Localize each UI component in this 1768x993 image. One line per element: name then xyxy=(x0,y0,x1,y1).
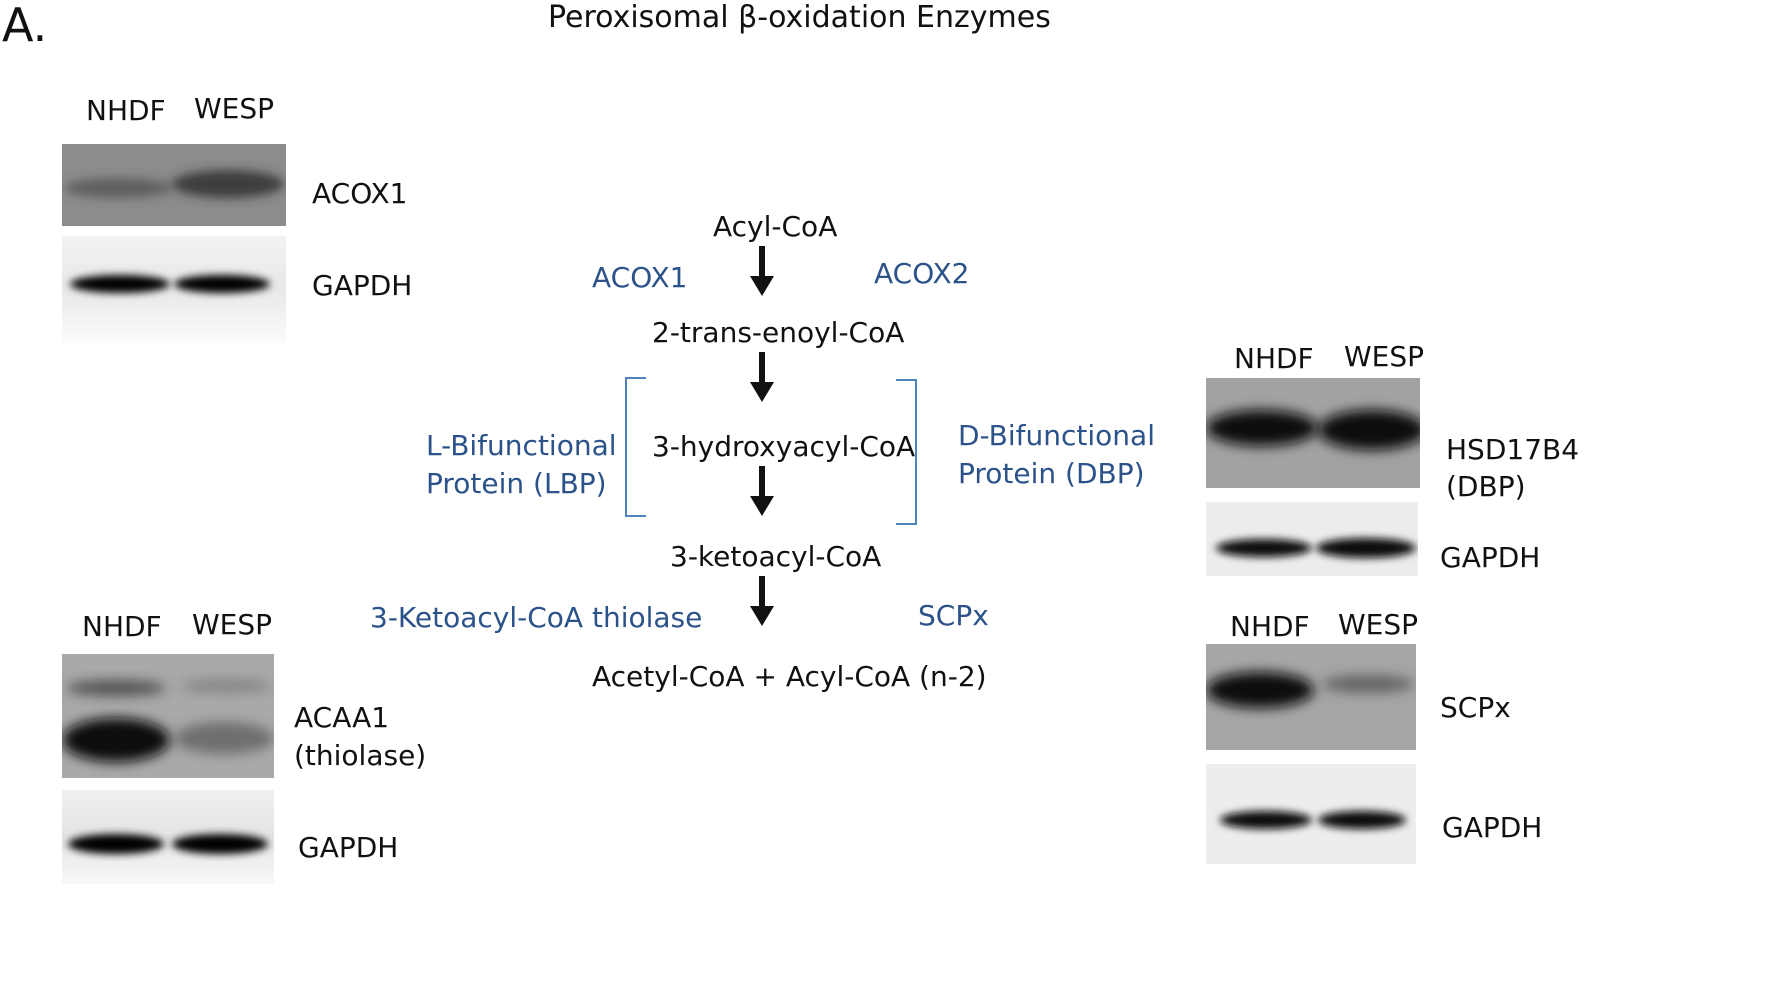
lane-label-nhdf: NHDF xyxy=(1234,342,1314,375)
acaa1-lower-band-wesp xyxy=(174,722,274,754)
pathway-step-enoyl-coa: 2-trans-enoyl-CoA xyxy=(652,316,905,349)
enzyme-dbp-line1: D-Bifunctional xyxy=(958,419,1155,452)
arrow-down-icon xyxy=(750,576,774,626)
arrow-down-icon xyxy=(750,466,774,516)
hsd17b4-gapdh-blot-image xyxy=(1206,502,1418,576)
arrow-down-icon xyxy=(750,246,774,296)
lane-label-nhdf: NHDF xyxy=(1230,610,1310,643)
lane-label-nhdf: NHDF xyxy=(82,610,162,643)
figure-title: Peroxisomal β-oxidation Enzymes xyxy=(548,0,1051,35)
acox1-gapdh-band-wesp xyxy=(174,275,270,293)
enzyme-lbp-line2: Protein (LBP) xyxy=(426,467,607,500)
enzyme-acox2: ACOX2 xyxy=(874,257,970,290)
pathway-step-hydroxyacyl-coa: 3-hydroxyacyl-CoA xyxy=(652,430,916,463)
lane-label-wesp: WESP xyxy=(1338,608,1419,641)
enzyme-scpx: SCPx xyxy=(918,599,989,632)
scpx-gapdh-band-wesp xyxy=(1318,811,1406,829)
acaa1-blot-image xyxy=(62,654,274,778)
acaa1-gapdh-band-nhdf xyxy=(68,834,164,854)
enzyme-thiolase: 3-Ketoacyl-CoA thiolase xyxy=(370,601,703,634)
acaa1-gapdh-label: GAPDH xyxy=(298,831,399,864)
left-bracket xyxy=(625,377,646,517)
scpx-band-nhdf xyxy=(1206,672,1314,708)
enzyme-lbp-line1: L-Bifunctional xyxy=(426,429,617,462)
hsd17b4-gapdh-label: GAPDH xyxy=(1440,541,1541,574)
acaa1-lower-band-nhdf xyxy=(62,718,170,762)
hsd17b4-blot-image xyxy=(1206,378,1420,488)
acox1-gapdh-blot-image xyxy=(62,236,286,342)
panel-label: A. xyxy=(2,0,48,52)
acaa1-target-label-line1: ACAA1 xyxy=(294,701,390,734)
hsd17b4-band-nhdf xyxy=(1206,410,1318,446)
hsd17b4-target-label-line1: HSD17B4 xyxy=(1446,433,1580,466)
acaa1-upper-band-wesp xyxy=(180,679,272,693)
acox1-band-nhdf xyxy=(64,178,172,198)
enzyme-dbp-line2: Protein (DBP) xyxy=(958,457,1145,490)
pathway-step-ketoacyl-coa: 3-ketoacyl-CoA xyxy=(670,540,882,573)
hsd17b4-gapdh-band-nhdf xyxy=(1216,539,1312,557)
pathway-step-acyl-coa: Acyl-CoA xyxy=(713,210,838,243)
lane-label-wesp: WESP xyxy=(192,608,273,641)
hsd17b4-band-wesp xyxy=(1318,410,1420,450)
scpx-band-wesp xyxy=(1322,675,1414,693)
right-bracket xyxy=(896,379,917,525)
scpx-target-label: SCPx xyxy=(1440,691,1511,724)
lane-label-wesp: WESP xyxy=(1344,340,1425,373)
acox1-gapdh-label: GAPDH xyxy=(312,269,413,302)
scpx-gapdh-band-nhdf xyxy=(1220,811,1312,829)
lane-label-wesp: WESP xyxy=(194,92,275,125)
scpx-gapdh-blot-image xyxy=(1206,764,1416,864)
acox1-band-wesp xyxy=(172,170,284,198)
acox1-gapdh-band-nhdf xyxy=(70,275,170,293)
acaa1-gapdh-blot-image xyxy=(62,790,274,884)
arrow-down-icon xyxy=(750,352,774,402)
pathway-step-products: Acetyl-CoA + Acyl-CoA (n-2) xyxy=(592,660,987,693)
acaa1-target-label-line2: (thiolase) xyxy=(294,739,427,772)
scpx-blot-image xyxy=(1206,644,1416,750)
acaa1-upper-band-nhdf xyxy=(66,680,166,696)
scpx-gapdh-label: GAPDH xyxy=(1442,811,1543,844)
acaa1-gapdh-band-wesp xyxy=(172,834,268,854)
enzyme-acox1: ACOX1 xyxy=(592,261,688,294)
acox1-target-label: ACOX1 xyxy=(312,177,408,210)
acox1-blot-image xyxy=(62,144,286,226)
hsd17b4-target-label-line2: (DBP) xyxy=(1446,470,1526,503)
hsd17b4-gapdh-band-wesp xyxy=(1316,538,1416,558)
lane-label-nhdf: NHDF xyxy=(86,94,166,127)
